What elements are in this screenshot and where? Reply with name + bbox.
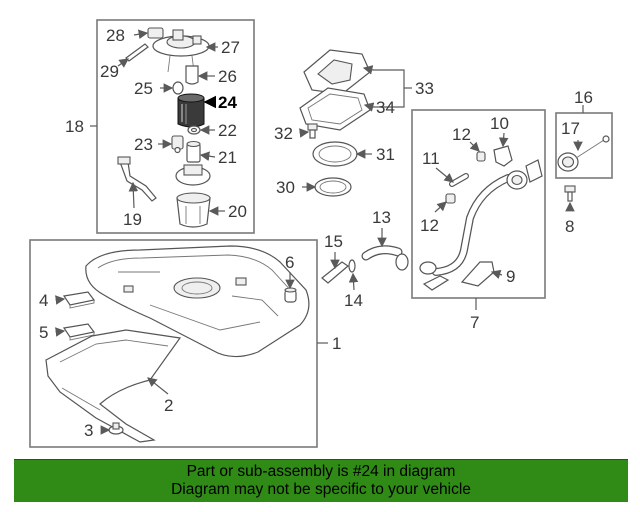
part-17-fuel-cap [557,135,610,172]
callout-20: 20 [228,202,247,221]
callout-26: 26 [218,67,237,86]
callout-11: 11 [422,149,440,168]
fuel-cap-group-box [555,112,613,179]
callout-21: 21 [218,148,237,167]
callout-24: 24 [218,93,237,112]
callout-19: 19 [123,210,142,229]
callout-labels: 28 27 29 26 25 24 22 18 23 21 20 19 6 4 … [39,26,593,440]
banner-line-2: Diagram may not be specific to your vehi… [171,481,471,498]
callout-7: 7 [470,313,479,332]
notice-banner: Part or sub-assembly is #24 in diagram D… [14,459,628,502]
callout-9: 9 [506,267,515,286]
part-4-pad [62,291,96,309]
callout-2: 2 [164,396,173,415]
part-6-grommet [284,287,297,303]
part-14-clamp [348,259,356,273]
part-29-hose [125,43,149,62]
part-module-head [175,164,211,186]
callout-6: 6 [285,253,294,272]
callout-1: 1 [332,334,341,353]
part-10-bracket [493,145,513,167]
callout-25: 25 [134,79,153,98]
callout-30: 30 [276,178,295,197]
part-32-bolt [307,123,318,139]
part-23-pressure-regulator [171,135,184,154]
part-12-clip-lower [445,193,456,204]
callout-28: 28 [106,26,125,45]
callout-4: 4 [39,291,48,310]
part-33-cover [303,49,371,95]
callout-13: 13 [372,208,391,227]
part-filler-neck [419,159,543,276]
part-31-lock-ring [312,141,358,167]
banner-line-1: Part or sub-assembly is #24 in diagram [186,463,456,480]
callout-18: 18 [65,117,84,136]
callout-5: 5 [39,323,48,342]
part-13-hose [361,245,409,271]
callout-22: 22 [218,121,237,140]
callout-14: 14 [344,291,363,310]
callout-12-upper: 12 [452,125,471,144]
part-19-sender-unit [117,156,157,202]
callout-17: 17 [561,119,580,138]
part-21-strainer [186,140,201,163]
part-20-reservoir [176,192,211,228]
callout-3: 3 [84,421,93,440]
callout-27: 27 [221,38,240,57]
part-5-pad [62,323,96,341]
callout-15: 15 [324,232,343,251]
callout-32: 32 [274,124,293,143]
part-24-fuel-pump [177,93,205,128]
callout-31: 31 [376,145,395,164]
part-28-clip [147,27,164,39]
callout-29: 29 [100,62,119,81]
leader-lines [55,29,584,435]
callout-34: 34 [376,98,395,117]
callout-23: 23 [134,135,153,154]
callout-10: 10 [490,114,509,133]
part-12-clip-upper [476,151,486,162]
callout-33: 33 [415,79,434,98]
filler-neck-group-box [411,109,546,299]
parts-diagram: 28 27 29 26 25 24 22 18 23 21 20 19 6 4 … [29,19,613,448]
part-25-o-ring [172,81,184,95]
callout-16: 16 [574,88,593,107]
callout-8: 8 [565,217,574,236]
part-22-washer [187,125,201,135]
part-11-hose [449,173,469,187]
part-26-filter [185,65,199,85]
part-30-seal-ring [314,177,352,197]
part-9-bracket [422,261,495,291]
part-8-bolt [564,185,576,202]
part-1-fuel-tank [85,245,310,358]
callout-12-lower: 12 [420,216,439,235]
